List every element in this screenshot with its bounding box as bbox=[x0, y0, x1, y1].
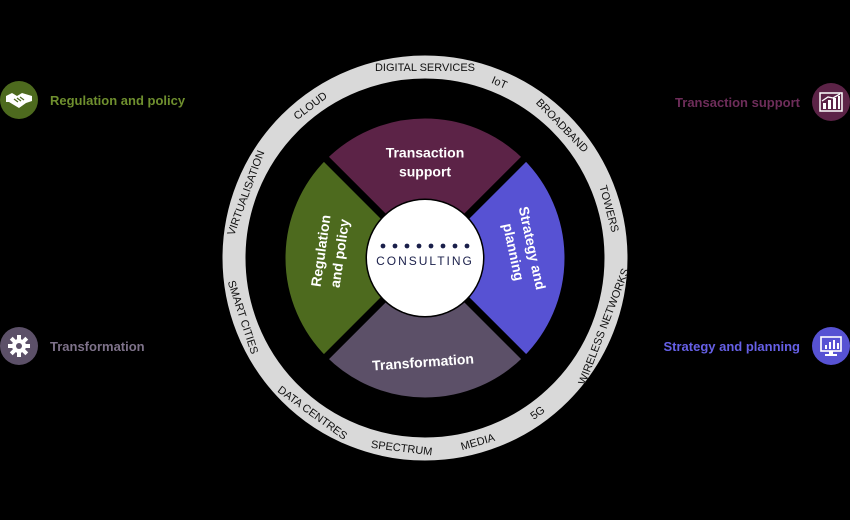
ring-label: DIGITAL SERVICES bbox=[375, 62, 475, 74]
center-dot bbox=[464, 243, 470, 249]
center-dot bbox=[428, 243, 434, 249]
ring-label: DATA CENTRES bbox=[275, 384, 349, 442]
center-dot bbox=[452, 243, 458, 249]
legend-regulation-badge bbox=[0, 81, 38, 119]
legend-strategy: Strategy and planning bbox=[663, 327, 850, 365]
legend-regulation: Regulation and policy bbox=[0, 81, 185, 119]
legend-transaction-badge bbox=[812, 83, 850, 121]
center-dot bbox=[392, 243, 398, 249]
center-dot bbox=[440, 243, 446, 249]
outer-ring bbox=[222, 55, 628, 461]
legend-transaction-label: Transaction support bbox=[675, 94, 800, 110]
legend-transaction: Transaction support bbox=[675, 83, 850, 121]
legend-transformation-label: Transformation bbox=[50, 338, 145, 354]
segment-label-transformation: Transformation bbox=[372, 350, 475, 373]
legend-transformation-badge bbox=[0, 327, 38, 365]
legend-strategy-label: Strategy and planning bbox=[663, 338, 800, 354]
ring-label: IoT bbox=[490, 74, 510, 91]
legend-transformation: Transformation bbox=[0, 327, 145, 365]
center-circle bbox=[367, 200, 483, 316]
bar-chart-icon bbox=[819, 92, 843, 112]
center-dots bbox=[380, 243, 470, 249]
legend-regulation-label: Regulation and policy bbox=[50, 92, 186, 108]
center-label: CONSULTING bbox=[376, 254, 474, 268]
gear-icon bbox=[8, 335, 30, 357]
center-dot bbox=[380, 243, 386, 249]
legend-strategy-badge bbox=[812, 327, 850, 365]
center-dot bbox=[416, 243, 422, 249]
center-dot bbox=[404, 243, 410, 249]
handshake-icon bbox=[6, 93, 32, 108]
ring-label: BROADBAND bbox=[533, 97, 590, 155]
monitor-chart-icon bbox=[820, 336, 842, 356]
